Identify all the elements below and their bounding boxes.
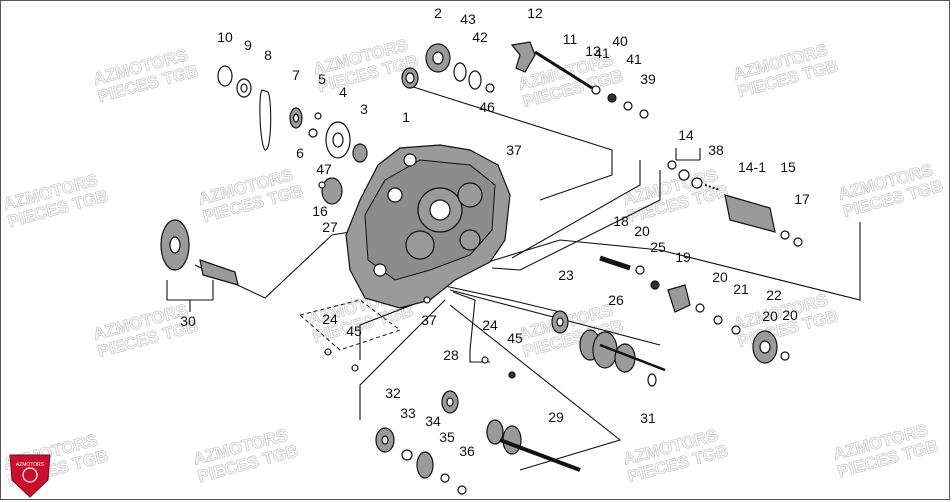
- part-label-18: 18: [613, 213, 629, 229]
- part-label-12: 12: [527, 5, 543, 21]
- part-label-15: 15: [780, 159, 796, 175]
- part-label-5: 5: [318, 71, 326, 87]
- part-label-20: 20: [712, 269, 728, 285]
- part-label-2: 2: [434, 5, 442, 21]
- part-label-24: 24: [322, 311, 338, 327]
- azmotors-logo: AZMOTORS: [9, 454, 51, 498]
- part-label-38: 38: [708, 142, 724, 158]
- shield-icon: [9, 454, 51, 498]
- part-label-29: 29: [548, 409, 564, 425]
- part-label-36: 36: [459, 443, 475, 459]
- part-label-14-1: 14-1: [738, 159, 766, 175]
- part-label-24: 24: [482, 317, 498, 333]
- part-label-17: 17: [794, 191, 810, 207]
- part-label-33: 33: [400, 405, 416, 421]
- part-label-20: 20: [634, 223, 650, 239]
- part-label-4: 4: [339, 84, 347, 100]
- part-label-30: 30: [180, 313, 196, 329]
- parts: [160, 41, 803, 495]
- part-label-6: 6: [296, 145, 304, 161]
- part-label-41: 41: [626, 51, 642, 67]
- part-label-8: 8: [264, 47, 272, 63]
- leader-lines: [166, 84, 861, 471]
- part-label-11: 11: [563, 31, 578, 47]
- part-label-32: 32: [385, 385, 401, 401]
- logo-wheel-icon: [22, 467, 38, 483]
- part-label-25: 25: [650, 239, 666, 255]
- part-label-13: 13: [585, 43, 601, 59]
- part-label-21: 21: [733, 281, 749, 297]
- logo-text: AZMOTORS: [16, 462, 45, 468]
- part-label-28: 28: [443, 347, 459, 363]
- part-label-26: 26: [608, 292, 624, 308]
- gear-case: [345, 144, 511, 309]
- part-label-23: 23: [558, 267, 574, 283]
- part-label-34: 34: [425, 413, 441, 429]
- part-label-35: 35: [439, 429, 455, 445]
- part-label-10: 10: [217, 29, 233, 45]
- part-label-47: 47: [316, 161, 332, 177]
- part-label-14: 14: [678, 127, 694, 143]
- part-label-45: 45: [346, 323, 362, 339]
- part-label-39: 39: [640, 71, 656, 87]
- part-label-3: 3: [360, 101, 368, 117]
- part-label-7: 7: [292, 67, 300, 83]
- part-label-9: 9: [244, 37, 252, 53]
- part-label-45: 45: [507, 330, 523, 346]
- part-label-37: 37: [421, 312, 437, 328]
- part-label-27: 27: [322, 219, 338, 235]
- part-label-31: 31: [640, 410, 656, 426]
- part-label-43: 43: [460, 11, 476, 27]
- part-label-20: 20: [782, 307, 798, 323]
- part-label-41: 41: [594, 45, 610, 61]
- part-label-20: 20: [762, 308, 778, 324]
- part-label-1: 1: [402, 109, 410, 125]
- part-label-42: 42: [472, 29, 488, 45]
- part-label-40: 40: [612, 33, 628, 49]
- part-label-46: 46: [479, 99, 495, 115]
- part-label-19: 19: [675, 249, 691, 265]
- part-label-37: 37: [506, 142, 522, 158]
- part-label-22: 22: [766, 287, 782, 303]
- part-label-16: 16: [312, 203, 328, 219]
